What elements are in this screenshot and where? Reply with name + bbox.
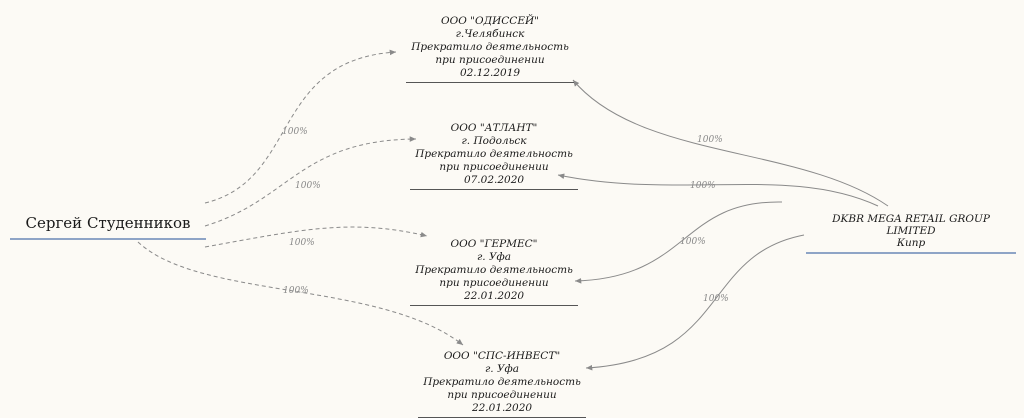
company-reason: при присоединении 02.12.2019 xyxy=(435,54,545,79)
company-node-odissey[interactable]: ООО "ОДИССЕЙ" г.Челябинск Прекратило дея… xyxy=(406,15,574,83)
edge-person-germes xyxy=(204,226,428,248)
company-status: Прекратило деятельность xyxy=(415,148,573,160)
edge-label-person-odissey: 100% xyxy=(282,127,308,137)
edge-owner-odissey xyxy=(572,79,889,207)
edge-label-person-atlant: 100% xyxy=(295,181,321,191)
person-node[interactable]: Сергей Студенников xyxy=(10,214,206,240)
edge-owner-germes xyxy=(574,201,783,284)
company-underline xyxy=(410,189,578,190)
edge-owner-atlant xyxy=(557,173,879,207)
edge-label-person-spsinvest: 100% xyxy=(283,286,309,296)
company-reason: при присоединении 22.01.2020 xyxy=(447,389,557,414)
edge-label-owner-odissey: 100% xyxy=(697,135,723,145)
company-city: г.Челябинск xyxy=(455,28,525,40)
edge-label-person-germes: 100% xyxy=(289,238,315,248)
company-name: ООО "СПС-ИНВЕСТ" xyxy=(443,350,561,362)
edge-label-owner-spsinvest: 100% xyxy=(703,294,729,304)
edge-person-odissey xyxy=(204,49,397,204)
edge-label-owner-atlant: 100% xyxy=(690,181,716,191)
company-city: г. Уфа xyxy=(484,363,520,375)
person-name: Сергей Студенников xyxy=(25,214,191,232)
company-name: ООО "ГЕРМЕС" xyxy=(450,238,538,250)
company-status: Прекратило деятельность xyxy=(423,376,581,388)
edge-owner-spsinvest xyxy=(585,234,805,371)
company-underline xyxy=(406,82,574,83)
company-node-germes[interactable]: ООО "ГЕРМЕС" г. Уфа Прекратило деятельно… xyxy=(410,238,578,306)
company-underline xyxy=(410,305,578,306)
edge-label-owner-germes: 100% xyxy=(680,237,706,247)
company-reason: при присоединении 07.02.2020 xyxy=(439,161,549,186)
owner-underline xyxy=(806,252,1016,254)
person-underline xyxy=(10,238,206,240)
company-name: ООО "ОДИССЕЙ" xyxy=(440,15,539,27)
company-name: ООО "АТЛАНТ" xyxy=(450,122,538,134)
company-city: г. Подольск xyxy=(461,135,527,147)
edge-person-spsinvest xyxy=(137,241,464,346)
company-node-spsinvest[interactable]: ООО "СПС-ИНВЕСТ" г. Уфа Прекратило деяте… xyxy=(418,350,586,418)
company-node-atlant[interactable]: ООО "АТЛАНТ" г. Подольск Прекратило деят… xyxy=(410,122,578,190)
edge-person-atlant xyxy=(204,136,417,227)
company-city: г. Уфа xyxy=(476,251,512,263)
company-status: Прекратило деятельность xyxy=(415,264,573,276)
owner-name: DKBR MEGA RETAIL GROUP LIMITED xyxy=(832,213,990,237)
company-status: Прекратило деятельность xyxy=(411,41,569,53)
owner-country: Кипр xyxy=(896,237,926,249)
owner-node[interactable]: DKBR MEGA RETAIL GROUP LIMITED Кипр xyxy=(806,213,1016,254)
company-reason: при присоединении 22.01.2020 xyxy=(439,277,549,302)
